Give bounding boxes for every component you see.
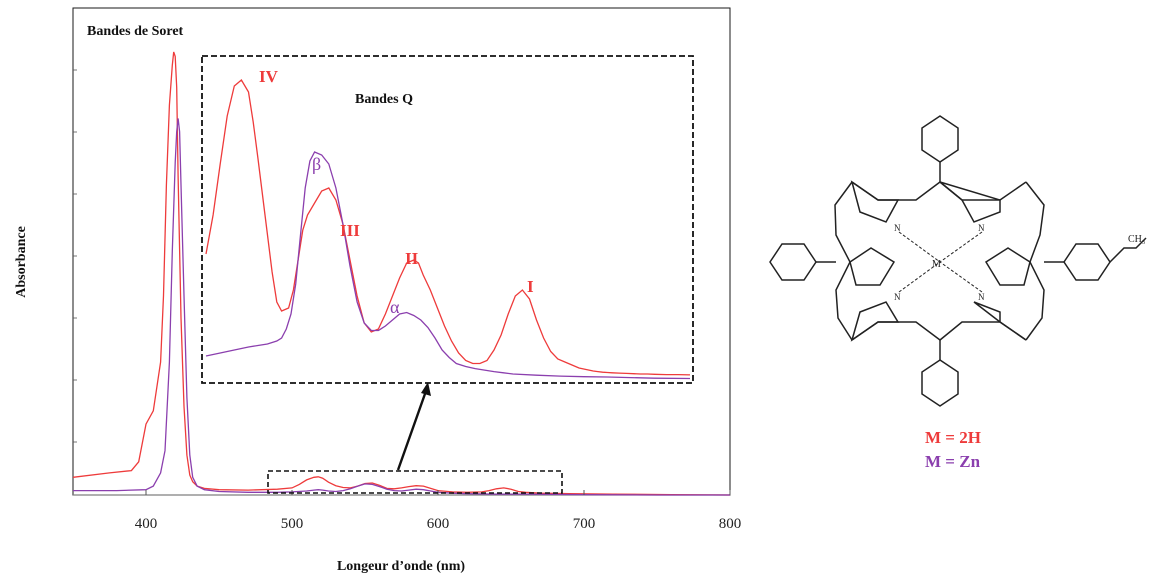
x-tick-label: 800 [719,516,742,532]
band-label-i: I [527,277,534,296]
zoom-arrow [396,390,428,471]
n-atom-label-3: N [894,292,901,302]
legend-label-zn: M = Zn [925,452,981,471]
inset-series-line-zn [205,151,691,380]
series-line-2h [72,51,731,496]
band-label-iv: IV [259,67,279,86]
metal-center-label: M [932,259,941,270]
band-label-iii: III [340,221,360,240]
n-atom-label-2: N [978,223,985,233]
y-axis-ticks [73,69,77,443]
band-label-alpha: α [390,297,400,317]
n-atom-label-1: N [894,223,901,233]
zoom-arrow-head [421,382,431,396]
methyl-label: CH₃ [1128,234,1145,245]
x-axis-label: Longeur d’onde (nm) [337,559,465,574]
inset-series-line-2h [205,79,691,376]
y-axis-label: Absorbance [14,226,29,298]
n-atom-label-4: N [978,292,985,302]
annotation-bandes-q: Bandes Q [355,92,413,107]
legend-label-2h: M = 2H [925,428,981,447]
band-label-beta: β [312,154,321,174]
band-label-ii: II [405,249,419,268]
x-tick-label: 500 [281,516,304,532]
inset-box [201,55,694,384]
series-line-zn [73,118,730,496]
annotation-soret: Bandes de Soret [87,24,184,39]
zoom-region-box [267,470,563,494]
porphyrin-structure [769,115,1147,407]
x-tick-label: 600 [427,516,450,532]
x-axis-ticks: 400 500 600 700 800 [135,490,742,532]
x-tick-label: 400 [135,516,158,532]
x-tick-label: 700 [573,516,596,532]
